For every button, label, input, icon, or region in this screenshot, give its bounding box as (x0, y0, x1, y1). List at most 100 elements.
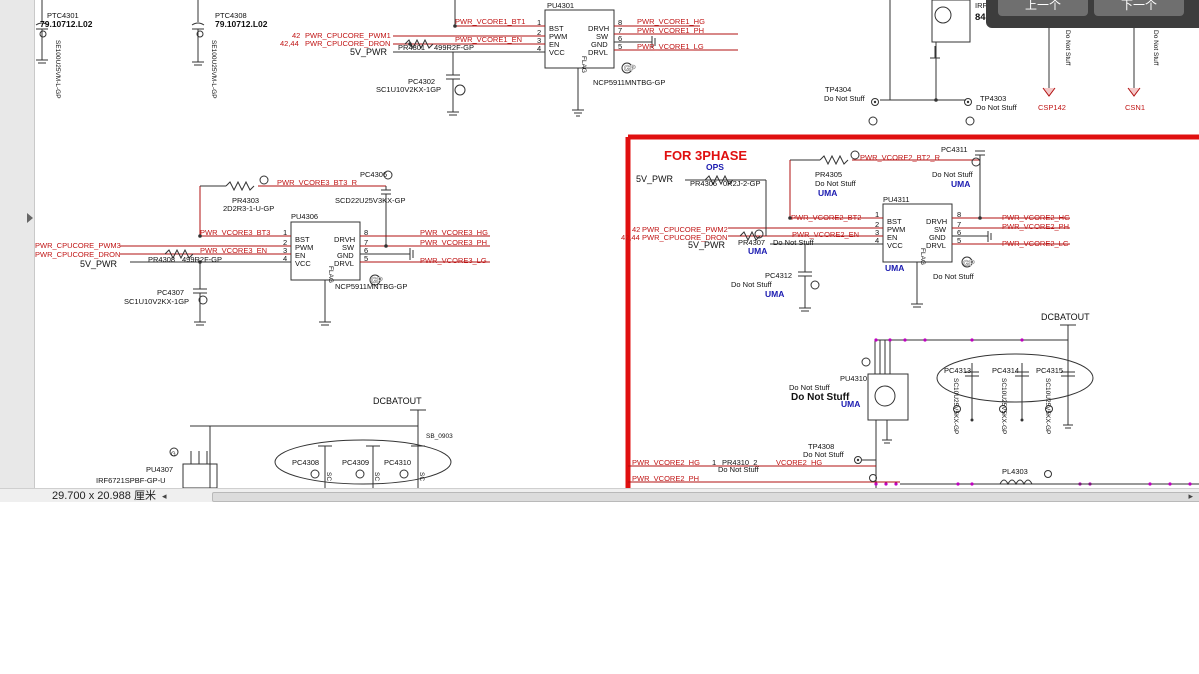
phase2-cap-3-val: SC10U25V5KX-GP (1044, 378, 1051, 434)
pdf-viewer: PTC4301 79.10712.L02 SE100U25VM-L-GP PTC… (0, 0, 1199, 502)
phase2-uma-3: UMA (885, 263, 904, 273)
phase1-pin-en: EN (549, 40, 559, 49)
phase1-flag: FLAG (580, 56, 587, 73)
phase1-num-2: 2 (537, 28, 541, 37)
ptc4301-group (35, 0, 49, 64)
phase1-dns-vert-1: Do Not Stuff (1064, 30, 1071, 65)
scroll-left-icon[interactable]: ◂ (162, 491, 167, 501)
phase1-dns-vert-2: Do Not Stuff (1152, 30, 1159, 65)
phase1-in1-num: 42 (292, 31, 300, 40)
phase1-in2-num: 42,44 (280, 39, 299, 48)
phase3-net-en: PWR_VCORE3_EN (200, 246, 267, 255)
phase1-irf-num: 84 (975, 12, 986, 23)
phase2-num-5: 5 (957, 236, 961, 245)
phase2-pwr: 5V_PWR (636, 174, 674, 184)
phase2-cap-1-val: SC10U25V5KX-GP (952, 378, 959, 434)
phase3-num-2: 2 (283, 238, 287, 247)
bl-cap-1-val: SC (325, 472, 332, 481)
bl-sb: SB_0903 (426, 433, 453, 440)
phase2-net-en: PWR_VCORE2_EN (792, 230, 859, 239)
bl-cap-1: PC4308 (292, 458, 319, 467)
next-button[interactable]: 下一个 (1094, 0, 1184, 16)
ptc4301-value: 79.10712.L02 (40, 19, 93, 29)
ptc4308-vertical: SE100U25VM-L-GP (210, 40, 217, 99)
scroll-right-icon[interactable]: ▸ (1188, 491, 1193, 501)
phase2-net-bt-r: PWR_VCORE2_BT2_R (860, 153, 941, 162)
phase2-u-fet: PU4310 (840, 374, 867, 383)
phase1-r-val: 499R2F-GP (434, 43, 474, 52)
ptc4308-ref: PTC4308 (215, 11, 247, 20)
phase2-uma-5: UMA (765, 289, 784, 299)
bl-j: G (171, 452, 176, 458)
phase1-net-en: PWR_VCORE1_EN (455, 35, 522, 44)
phase3-pin-bst: BST (295, 235, 310, 244)
phase3-c-val: SC1U10V2KX-1GP (124, 297, 189, 306)
phase1-net-bt: PWR_VCORE1_BT1 (455, 17, 525, 26)
phase2-c-note: Do Not Stuff (731, 280, 773, 289)
phase2-cap-2: PC4314 (992, 366, 1019, 375)
horizontal-scrollbar[interactable]: ◂ ▸ (160, 490, 1199, 502)
phase2-pin-vcc: VCC (887, 241, 903, 250)
phase2-fet-note-big: Do Not Stuff (791, 392, 850, 403)
expand-arrow-icon[interactable] (27, 213, 33, 223)
phase3-net-lg: PWR_VCORE3_LG (420, 256, 487, 265)
phase3-pin-pwm: PWM (295, 243, 313, 252)
phase2-uma-4: UMA (748, 246, 767, 256)
left-panel-toggle[interactable] (0, 0, 35, 488)
phase1-num-4: 4 (537, 44, 541, 53)
prev-button[interactable]: 上一个 (998, 0, 1088, 16)
phase2-num-4: 4 (875, 236, 879, 245)
phase1-net-hg: PWR_VCORE1_HG (637, 17, 705, 26)
phase2-gp-mark: GP (963, 259, 975, 268)
phase2-net-hg: PWR_VCORE2_HG (1002, 213, 1070, 222)
phase2-uma-1: UMA (818, 188, 837, 198)
phase1-gp-mark: GP (624, 64, 636, 73)
page-nav-panel: 上一个 下一个 (986, 0, 1199, 28)
phase2-pin-gnd: GND (929, 233, 946, 242)
phase3-net-hg: PWR_VCORE3_HG (420, 228, 488, 237)
phase1-tp-note: Do Not Stuff (824, 94, 866, 103)
phase2-driver (685, 150, 1070, 312)
phase3-pin-vcc: VCC (295, 259, 311, 268)
phase1-num-1: 1 (537, 18, 541, 27)
phase1-net-lg: PWR_VCORE1_LG (637, 42, 704, 51)
phase2-pc4311-note: Do Not Stuff (932, 170, 974, 179)
phase1-c-val: SC1U10V2KX-1GP (376, 85, 441, 94)
bl-dcbat: DCBATOUT (373, 396, 422, 406)
phase2-title: FOR 3PHASE (664, 148, 747, 163)
phase2-net-ph: PWR_VCORE2_PH (1002, 222, 1069, 231)
phase1-csn: CSN1 (1125, 103, 1145, 112)
phase3-num-4: 4 (283, 254, 287, 263)
phase2-dcbat: DCBATOUT (1041, 312, 1090, 322)
phase2-in1-num: 42 (632, 225, 640, 234)
pc4306-val: SCD22U25V3KX-GP (335, 196, 405, 205)
phase3-num-6: 6 (364, 246, 368, 255)
ptc4308-group (191, 0, 205, 66)
bl-u: PU4307 (146, 465, 173, 474)
phase1-pin-sw: SW (596, 32, 609, 41)
phase2-pin-drvh: DRVH (926, 217, 947, 226)
bl-cap-2-val: SC (373, 472, 380, 481)
phase1-part: NCP5911MNTBG-GP (593, 78, 665, 87)
bl-cap-3: PC4310 (384, 458, 411, 467)
phase1-irf: IRF (975, 1, 988, 10)
phase3-r-val: 499R2F-GP (182, 255, 222, 264)
phase1-pin-drvl: DRVL (588, 48, 608, 57)
phase2-u-ref: PU4311 (883, 195, 910, 204)
phase1-tp: TP4304 (825, 85, 851, 94)
phase2-uma-2: UMA (951, 179, 970, 189)
phase2-r-hg: PR4310_2 (722, 458, 757, 467)
scrollbar-thumb[interactable] (212, 492, 1199, 502)
phase2-pin-pwm: PWM (887, 225, 905, 234)
phase3-c: PC4307 (157, 288, 184, 297)
phase1-r: PR4301 (398, 43, 425, 52)
phase3-num-5: 5 (364, 254, 368, 263)
phase1-pin-vcc: VCC (549, 48, 565, 57)
phase2-pin-sw: SW (934, 225, 947, 234)
phase2-num-3: 3 (875, 228, 879, 237)
phase2-r-hg-num: 1 (712, 458, 716, 467)
phase3-in1: PWR_CPUCORE_PWM3 (35, 241, 121, 250)
phase2-num-1: 1 (875, 210, 879, 219)
phase2-c: PC4312 (765, 271, 792, 280)
phase3-flag: FLAG (327, 266, 334, 283)
